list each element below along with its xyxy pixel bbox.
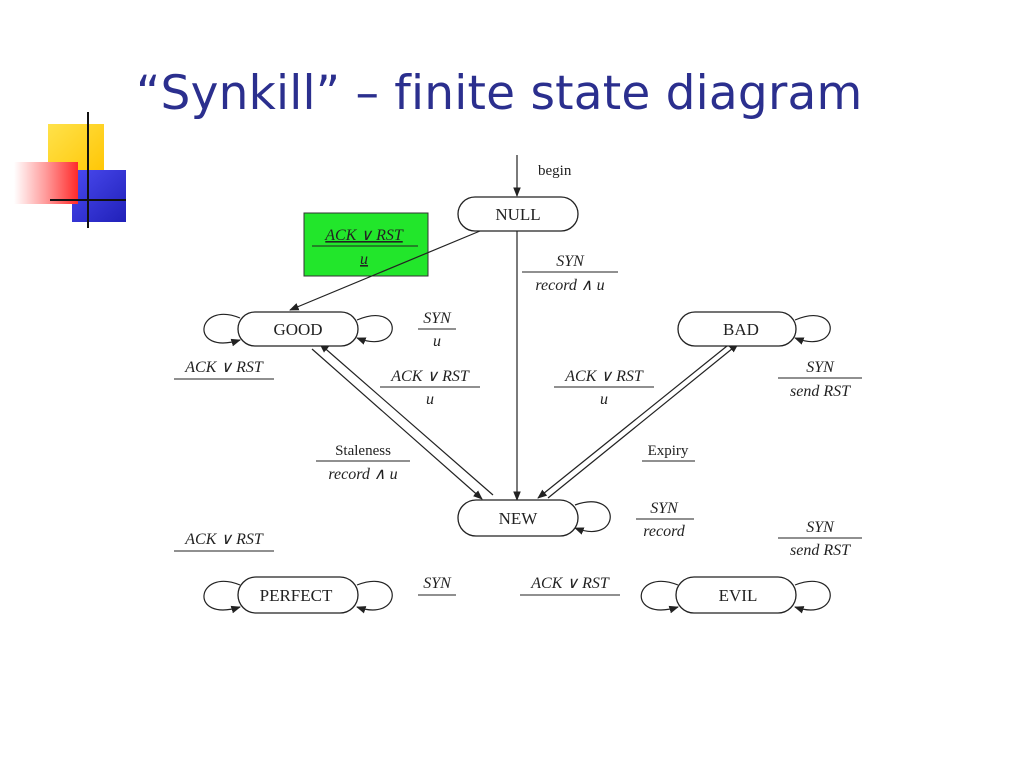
label-perfect-ack: ACK ∨ RST: [174, 531, 274, 552]
loop-bad-right: [794, 315, 831, 345]
null-to-good-num: ACK ∨ RST: [324, 227, 404, 244]
label-null-to-new: SYN record ∧ u: [522, 253, 618, 294]
good-to-new-den: record ∧ u: [328, 466, 397, 483]
perfect-ack-text: ACK ∨ RST: [184, 531, 264, 548]
new-self-den: record: [643, 523, 685, 540]
ornament-blue-square: [72, 170, 126, 222]
title-underline-mask: [120, 128, 1000, 158]
label-good-self: ACK ∨ RST: [174, 359, 274, 380]
edge-null-to-good: [289, 230, 481, 311]
label-new-self: SYN record: [636, 500, 694, 540]
state-bad-label: BAD: [723, 320, 759, 339]
label-null-to-good: ACK ∨ RST u: [312, 227, 418, 268]
label-perfect-syn: SYN: [418, 575, 456, 596]
new-to-bad-den: u: [600, 391, 608, 408]
begin-label: begin: [538, 163, 572, 179]
evil-syn-den: send RST: [790, 542, 851, 559]
slide-title: “Synkill” – finite state diagram: [136, 66, 863, 121]
state-perfect: PERFECT: [237, 576, 359, 614]
bad-syn-num: SYN: [806, 359, 835, 376]
label-new-to-good: ACK ∨ RST u: [380, 368, 480, 408]
new-to-bad-num: ACK ∨ RST: [564, 368, 644, 385]
state-perfect-label: PERFECT: [260, 586, 333, 605]
evil-syn-num: SYN: [806, 519, 835, 536]
state-good-label: GOOD: [273, 320, 322, 339]
state-bad: BAD: [677, 311, 797, 347]
edge-new-to-good: [319, 343, 494, 496]
state-null-label: NULL: [495, 205, 540, 224]
label-evil-syn: SYN send RST: [778, 519, 862, 559]
state-null: NULL: [457, 196, 579, 232]
new-to-good-num: ACK ∨ RST: [390, 368, 470, 385]
bad-to-new-text: Expiry: [648, 443, 689, 459]
null-to-good-den: u: [360, 251, 368, 268]
ornament-red-square: [14, 162, 78, 204]
new-self-num: SYN: [650, 500, 679, 517]
loop-good-right: [356, 315, 393, 345]
null-to-new-num: SYN: [556, 253, 585, 270]
edge-new-to-bad: [547, 343, 739, 499]
loop-perfect-left: [203, 580, 241, 614]
good-syn-den: u: [433, 333, 441, 350]
loop-good-left: [203, 313, 241, 347]
label-good-to-new: Staleness record ∧ u: [316, 443, 410, 483]
loop-evil-left: [640, 580, 679, 614]
good-self-text: ACK ∨ RST: [184, 359, 264, 376]
label-evil-ack: ACK ∨ RST: [520, 575, 620, 596]
loop-perfect-right: [356, 580, 393, 614]
label-good-syn: SYN u: [418, 310, 456, 350]
bad-syn-den: send RST: [790, 383, 851, 400]
label-bad-syn: SYN send RST: [778, 359, 862, 400]
highlight-box: [303, 212, 429, 277]
null-to-new-den: record ∧ u: [535, 277, 604, 294]
state-evil-label: EVIL: [719, 586, 758, 605]
state-good: GOOD: [237, 311, 359, 347]
state-evil: EVIL: [675, 576, 797, 614]
new-to-good-den: u: [426, 391, 434, 408]
edge-bad-to-new: [537, 345, 728, 499]
loop-evil-right: [794, 580, 831, 614]
loop-new-right: [574, 501, 611, 535]
good-to-new-num: Staleness: [335, 443, 391, 459]
edge-good-to-new: [311, 348, 483, 500]
corner-ornament: [14, 112, 126, 228]
label-bad-to-new: Expiry: [642, 443, 695, 462]
label-new-to-bad: ACK ∨ RST u: [554, 368, 654, 408]
state-new-label: NEW: [499, 509, 539, 528]
perfect-syn-text: SYN: [423, 575, 452, 592]
good-syn-num: SYN: [423, 310, 452, 327]
state-new: NEW: [457, 499, 579, 537]
evil-ack-text: ACK ∨ RST: [530, 575, 610, 592]
